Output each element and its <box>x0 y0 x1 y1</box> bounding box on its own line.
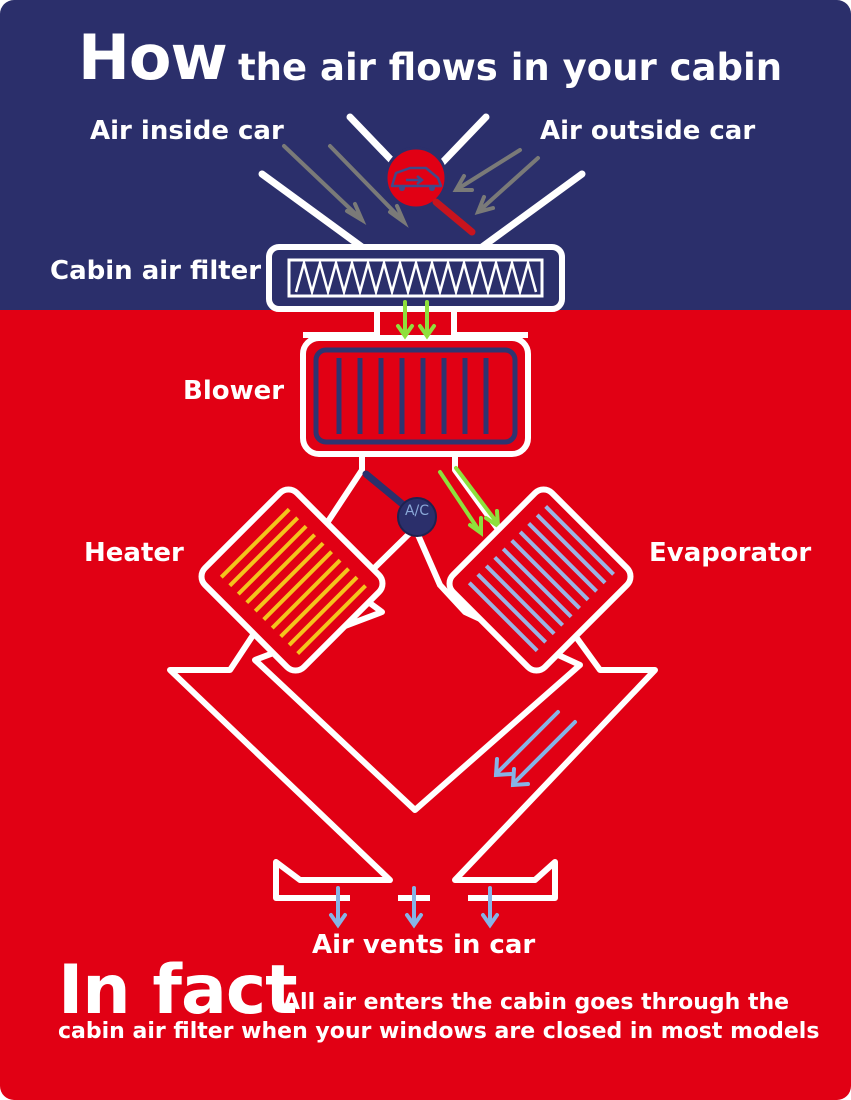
label-heater: Heater <box>84 538 184 568</box>
cooled-air-arrows <box>493 710 577 788</box>
label-air-outside: Air outside car <box>540 116 756 146</box>
heater-core <box>198 486 386 674</box>
fact-text-line-2: cabin air filter when your windows are c… <box>58 1019 820 1044</box>
label-evaporator: Evaporator <box>649 538 812 568</box>
fact-text-line-1: All air enters the cabin goes through th… <box>283 990 790 1015</box>
vent-outlets <box>329 886 499 929</box>
label-cabin-filter: Cabin air filter <box>50 256 262 286</box>
label-air-vents: Air vents in car <box>312 930 536 960</box>
pleated-filter-icon <box>294 258 538 297</box>
fact-heading: In fact <box>58 951 298 1030</box>
title-subtitle: the air flows in your cabin <box>238 46 783 89</box>
evaporator-core <box>446 486 634 674</box>
label-blower: Blower <box>183 376 285 406</box>
incoming-air-arrows <box>282 144 540 228</box>
blower-fins <box>336 358 489 434</box>
filter-element <box>287 258 544 298</box>
label-ac: A/C <box>404 503 430 519</box>
car-recirculation-icon <box>384 146 476 236</box>
ac-knob <box>397 497 437 537</box>
label-air-inside: Air inside car <box>90 116 284 146</box>
title-how: How <box>78 21 228 94</box>
intake-funnel <box>258 113 586 254</box>
filter-housing <box>266 244 565 312</box>
